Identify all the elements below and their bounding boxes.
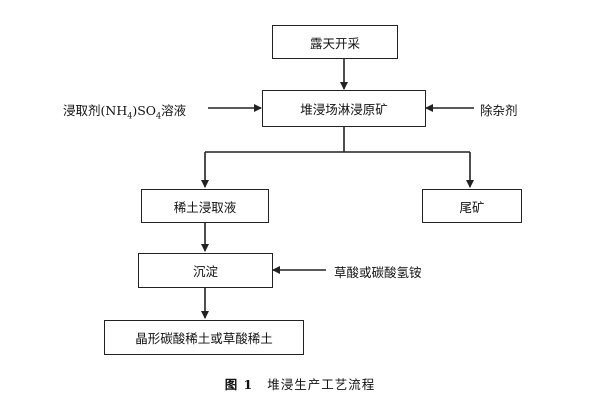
node-product-label: 晶形碳酸稀土或草酸稀土 <box>135 331 273 346</box>
node-precipitation-label: 沉淀 <box>192 264 218 279</box>
figure-number: 图 1 <box>224 377 254 392</box>
node-precipitation: 沉淀 <box>138 253 273 288</box>
leachant-text-1: 浸取剂(NH <box>63 103 128 118</box>
input-leachant: 浸取剂(NH4)SO4溶液 <box>63 100 186 121</box>
leachant-text-2: )SO <box>132 103 157 118</box>
node-open-pit-mining: 露天开采 <box>272 25 398 59</box>
node-re-leachate-label: 稀土浸取液 <box>173 199 237 215</box>
node-product: 晶形碳酸稀土或草酸稀土 <box>104 320 304 355</box>
figure-caption: 图 1 堆浸生产工艺流程 <box>0 374 600 393</box>
node-tailings-label: 尾矿 <box>459 199 485 215</box>
leachant-sub-2: 4 <box>156 111 162 121</box>
node-re-leachate: 稀土浸取液 <box>141 189 269 223</box>
node-tailings: 尾矿 <box>422 189 522 223</box>
node-heap-leaching-label: 堆浸场淋浸原矿 <box>300 102 388 117</box>
node-open-pit-mining-label: 露天开采 <box>309 35 360 51</box>
node-heap-leaching: 堆浸场淋浸原矿 <box>262 90 426 127</box>
leachant-text-3: 溶液 <box>161 103 187 118</box>
impurity-remover-label: 除杂剂 <box>480 103 518 118</box>
precipitant-label: 草酸或碳酸氢铵 <box>334 265 422 280</box>
input-impurity-remover: 除杂剂 <box>480 100 518 119</box>
figure-title: 堆浸生产工艺流程 <box>267 377 376 392</box>
input-precipitant: 草酸或碳酸氢铵 <box>334 262 422 281</box>
leachant-sub-1: 4 <box>127 111 133 121</box>
